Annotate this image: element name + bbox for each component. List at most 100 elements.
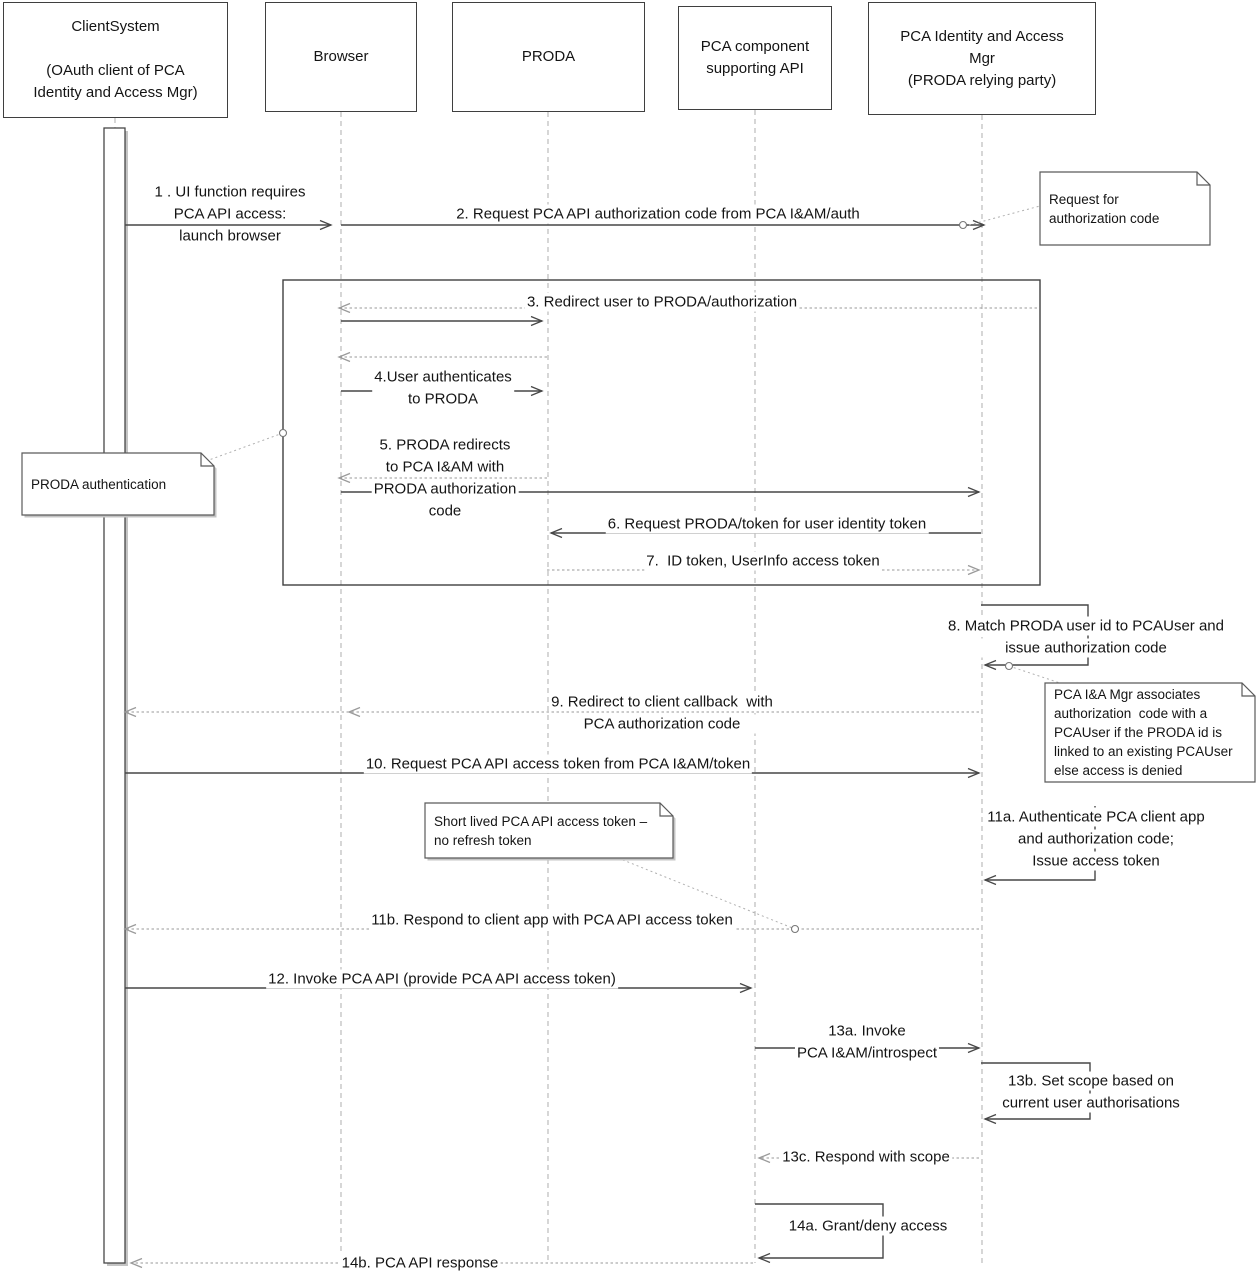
message-arrowhead-4r [337, 351, 351, 363]
message-label-line: PCA I&AM/introspect [794, 1043, 940, 1063]
message-label-14b: 14b. PCA API response [339, 1253, 501, 1273]
participant-box-pca-iam: PCA Identity and Access Mgr (PRODA relyi… [868, 2, 1096, 115]
message-label-line: issue authorization code [946, 638, 1226, 658]
message-arrowhead-13c [757, 1152, 771, 1164]
message-label-line: 2. Request PCA API authorization code fr… [454, 204, 862, 224]
note-shape-proda-authentication [21, 452, 215, 516]
message-label-line: and authorization code; [985, 829, 1207, 849]
message-label-line: 6. Request PRODA/token for user identity… [605, 514, 929, 534]
note-anchor-circle-anchor-msg2 [958, 220, 968, 230]
message-label-line: 4.User authenticates [372, 367, 514, 387]
message-label-line: code [371, 501, 519, 521]
participant-box-pca-component: PCA component supporting API [678, 6, 832, 110]
message-label-13c: 13c. Respond with scope [780, 1147, 952, 1167]
message-label-line: 13b. Set scope based on [1000, 1071, 1182, 1091]
note-connector-anchor-msg11b [617, 857, 796, 930]
self-message-arrowhead-8 [983, 659, 997, 671]
note-anchor-circle-anchor-msg8 [1004, 661, 1014, 671]
message-label-line: 14b. PCA API response [339, 1253, 501, 1273]
message-arrowhead-5 [967, 486, 981, 498]
message-label-7: 7. ID token, UserInfo access token [644, 551, 882, 571]
participant-label-proda: PRODA [521, 48, 576, 65]
note-fold-proda-authentication [200, 453, 214, 467]
message-arrowhead-3r [530, 315, 544, 327]
self-message-arrowhead-13b [983, 1113, 997, 1125]
participant-label-pca-iam: PCA Identity and Access Mgr (PRODA relyi… [900, 27, 1064, 89]
participant-box-client-system: ClientSystem (OAuth client of PCA Identi… [3, 2, 228, 118]
message-label-line: 14a. Grant/deny access [786, 1216, 950, 1236]
message-label-line: 12. Invoke PCA API (provide PCA API acce… [266, 969, 618, 989]
note-connector-anchor-frame [208, 432, 284, 461]
message-arrowhead-13a [967, 1042, 981, 1054]
participant-label-client-system: ClientSystem (OAuth client of PCA Identi… [33, 18, 198, 101]
note-connector-anchor-msg2 [968, 205, 1041, 226]
message-label-12: 12. Invoke PCA API (provide PCA API acce… [266, 969, 618, 989]
note-anchor-circle-anchor-frame [278, 428, 288, 438]
message-arrowhead-12 [739, 982, 753, 994]
participant-box-proda: PRODA [452, 2, 645, 112]
message-arrowhead-14b [129, 1257, 143, 1269]
message-label-line: 3. Redirect user to PRODA/authorization [524, 292, 800, 312]
message-arrowhead2-9 [347, 706, 361, 718]
message-arrowhead-11b [123, 923, 137, 935]
message-label-line: 13c. Respond with scope [780, 1147, 952, 1167]
activation-bar [103, 127, 126, 1264]
message-label-line: to PCA I&AM with [371, 457, 519, 477]
message-label-line: Issue access token [985, 851, 1207, 871]
message-label-line: 9. Redirect to client callback with [549, 692, 775, 712]
message-label-line: current user authorisations [1000, 1093, 1182, 1113]
message-label-2: 2. Request PCA API authorization code fr… [454, 204, 862, 224]
participant-label-pca-component: PCA component supporting API [700, 38, 810, 77]
message-label-line: 13a. Invoke [794, 1021, 940, 1041]
self-message-arrowhead-14a [757, 1252, 771, 1264]
message-arrowhead-2 [972, 219, 986, 231]
note-text-proda-authentication: PRODA authentication [31, 476, 167, 492]
message-label-line: 11a. Authenticate PCA client app [985, 807, 1207, 827]
message-arrowhead-5r [337, 472, 351, 484]
message-label-line: 7. ID token, UserInfo access token [644, 551, 882, 571]
message-arrowhead-6 [549, 527, 563, 539]
note-anchor-circle-anchor-msg11b [790, 924, 800, 934]
message-label-6: 6. Request PRODA/token for user identity… [605, 514, 929, 534]
note-shape-iam-associates [1044, 682, 1256, 783]
participant-label-browser: Browser [313, 48, 369, 65]
message-label-11b: 11b. Respond to client app with PCA API … [369, 910, 735, 930]
participant-box-browser: Browser [265, 2, 417, 112]
message-label-line: to PRODA [372, 389, 514, 409]
message-label-line: 1 . UI function requires [152, 182, 308, 202]
note-fold-request-auth-code [1196, 172, 1210, 186]
message-label-line: 8. Match PRODA user id to PCAUser and [946, 616, 1226, 636]
note-shape-request-auth-code [1039, 171, 1211, 246]
message-arrowhead-10 [967, 767, 981, 779]
message-arrowhead-9 [123, 706, 137, 718]
message-arrowhead-3 [337, 302, 351, 314]
message-label-14a: 14a. Grant/deny access [786, 1216, 950, 1236]
self-message-arrowhead-11a [983, 874, 997, 886]
note-fold-iam-associates [1241, 683, 1255, 697]
message-label-line: 10. Request PCA API access token from PC… [363, 754, 753, 774]
note-text-short-lived-token: Short lived PCA API access token – no re… [434, 813, 648, 848]
message-label-line: PCA API access: [152, 204, 308, 224]
note-text-request-auth-code: Request for authorization code [1049, 191, 1160, 226]
message-arrowhead-4 [530, 385, 544, 397]
message-label-line: PRODA authorization [371, 479, 519, 499]
message-label-line: 5. PRODA redirects [371, 435, 519, 455]
message-label-10: 10. Request PCA API access token from PC… [363, 754, 753, 774]
note-shape-short-lived-token [424, 802, 674, 859]
message-arrowhead-1 [319, 219, 333, 231]
note-text-iam-associates: PCA I&A Mgr associates authorization cod… [1054, 687, 1233, 778]
message-label-line: launch browser [152, 226, 308, 246]
self-message-line-13b [981, 1062, 1091, 1120]
message-label-3: 3. Redirect user to PRODA/authorization [524, 292, 800, 312]
message-arrowhead-7 [967, 564, 981, 576]
